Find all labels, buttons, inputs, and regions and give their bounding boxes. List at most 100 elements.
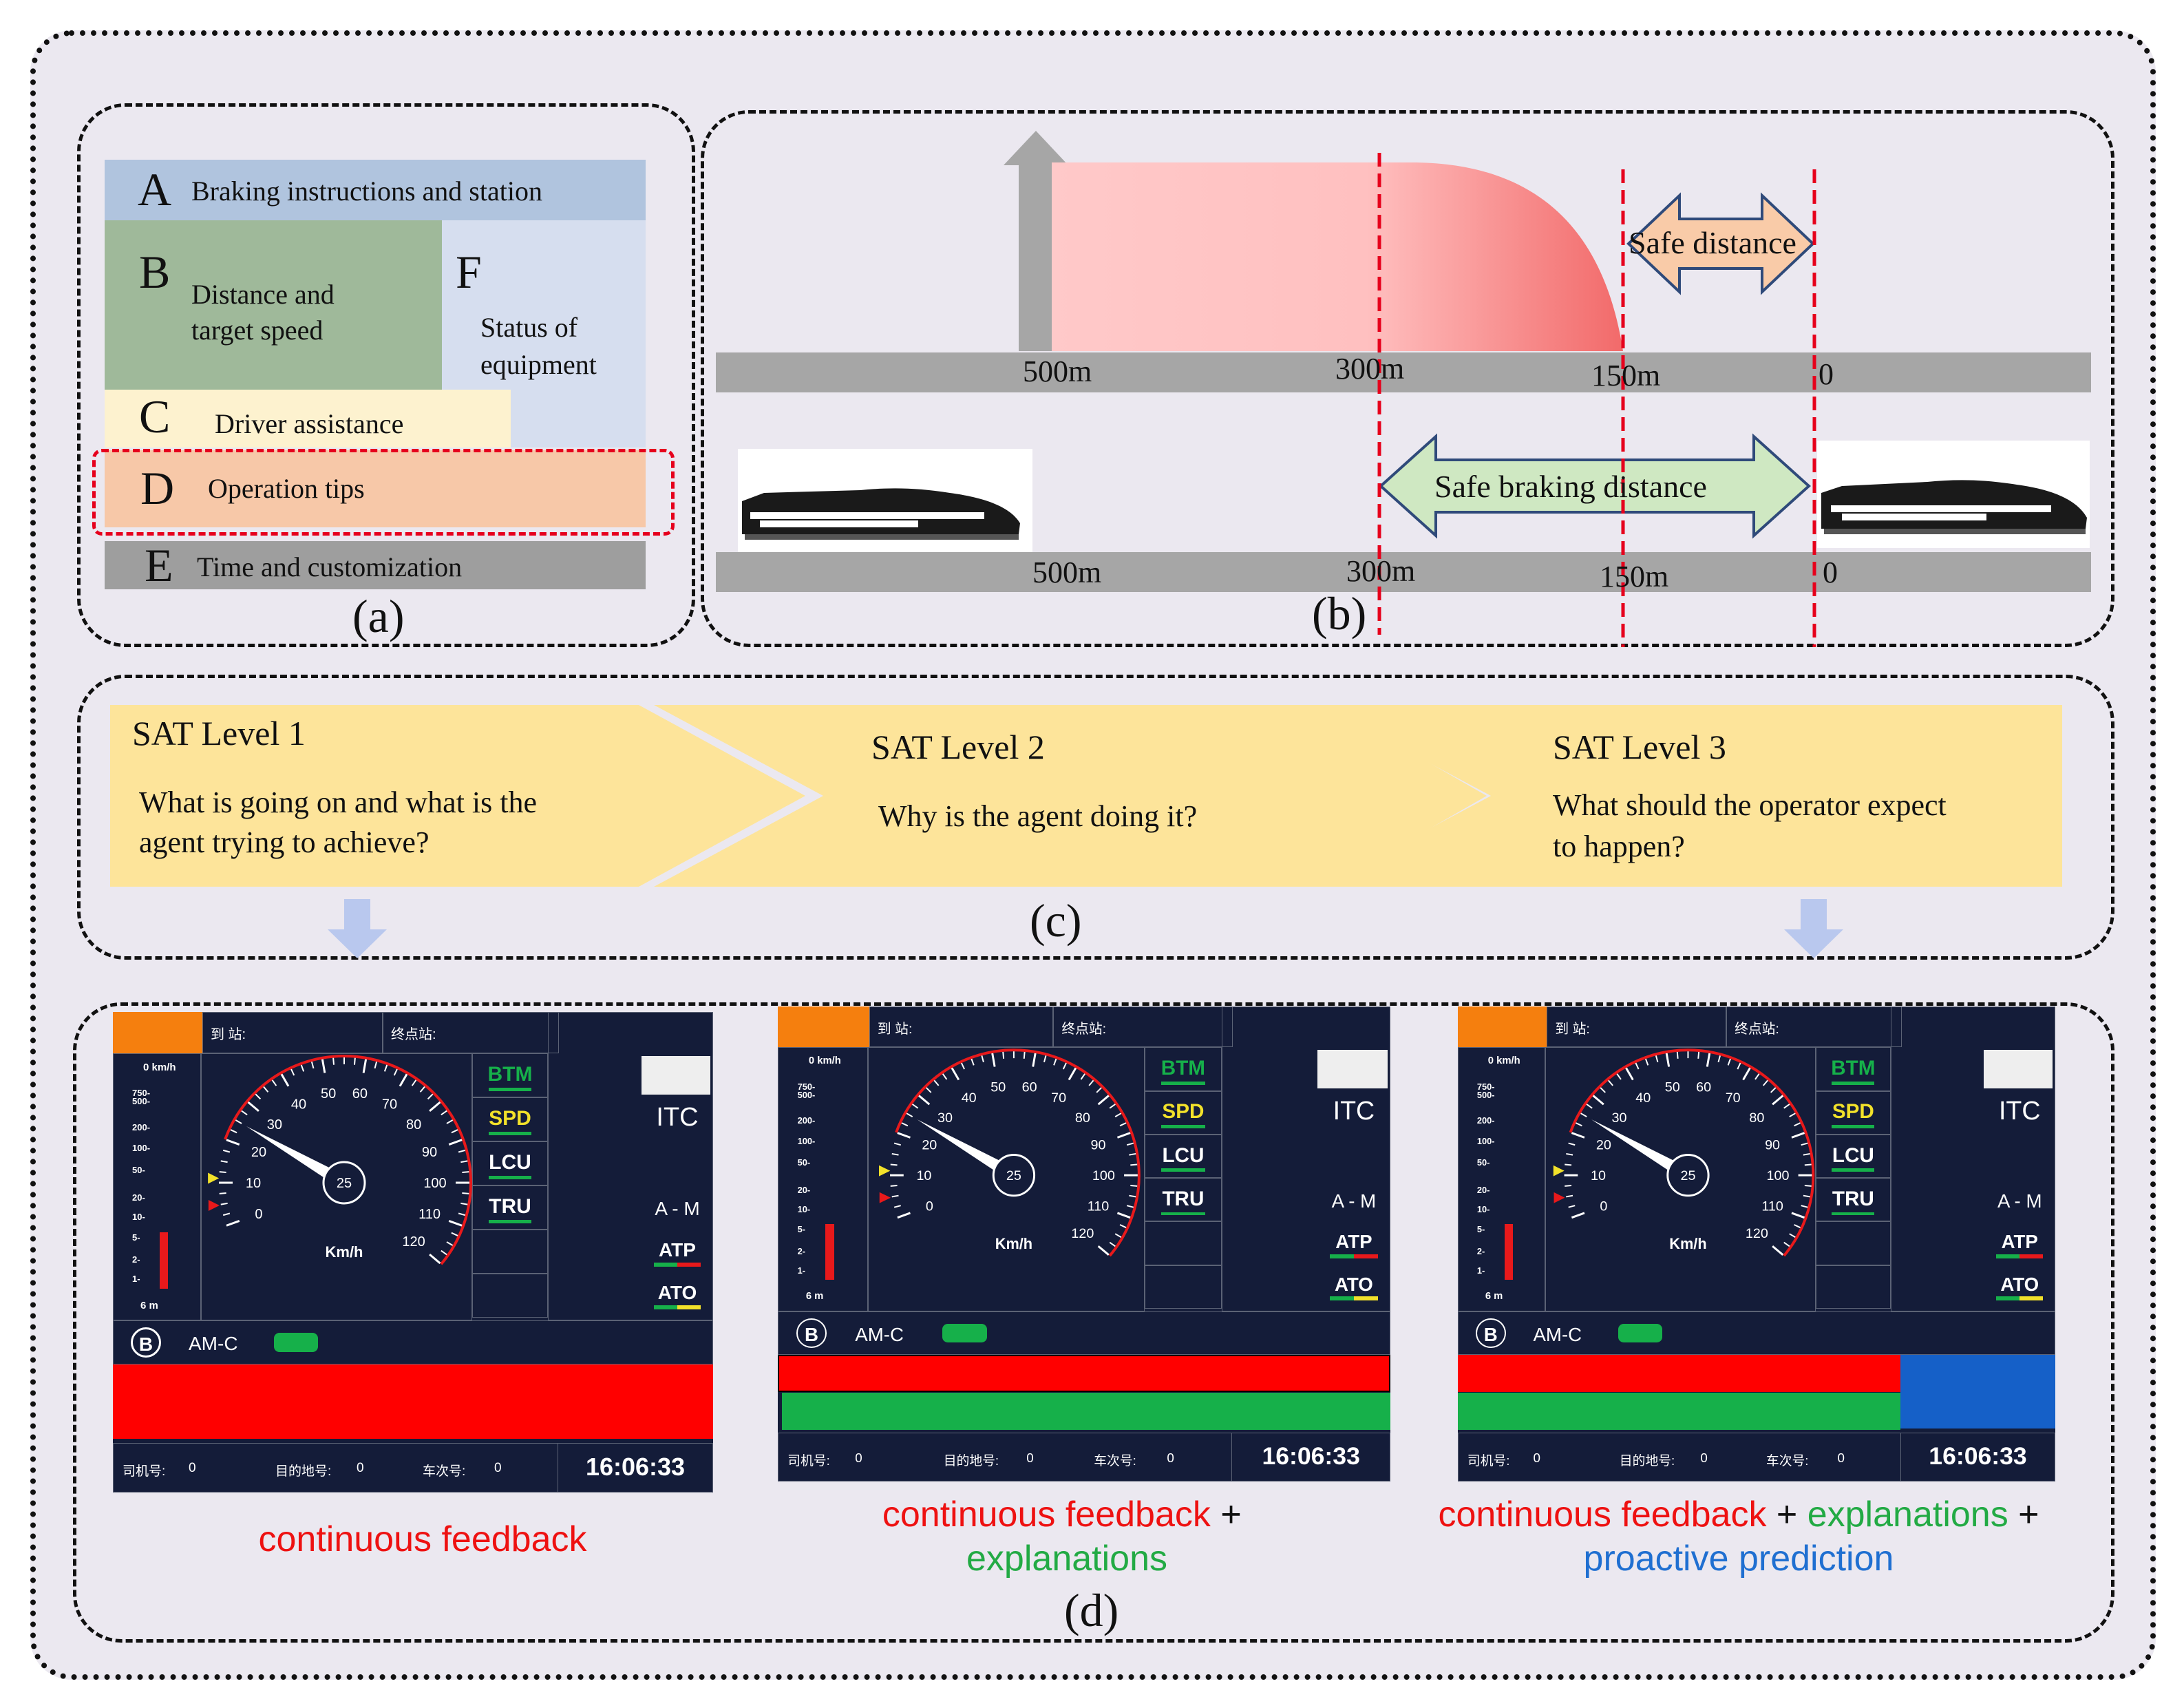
atp-status-bar-red <box>2019 1254 2044 1258</box>
to-station-cell <box>1547 1006 1727 1048</box>
dial-hub <box>992 1154 1036 1197</box>
letter-b: B <box>139 246 171 298</box>
train-status-icon <box>942 1323 988 1343</box>
status-lamp-spd: SPD <box>489 1107 531 1130</box>
dial-label: 20 <box>251 1145 266 1160</box>
status-lamp-lcu: LCU <box>1832 1143 1874 1167</box>
dial-tick <box>271 1079 277 1086</box>
distance-scale-column <box>778 1047 868 1311</box>
explanation-bar-green <box>1458 1393 1901 1430</box>
dial-tick <box>1789 1113 1796 1117</box>
white-indicator <box>642 1056 710 1095</box>
distance-scale-tick: 1- <box>132 1274 140 1284</box>
orange-indicator <box>1458 1006 1547 1048</box>
dial-tick <box>1129 1194 1136 1198</box>
dial-tick <box>893 1142 901 1146</box>
speed-unit-top: 0 km/h <box>143 1062 176 1073</box>
dial-tick <box>1717 1055 1721 1063</box>
train-no-value: 0 <box>494 1461 502 1475</box>
dial-label: 10 <box>1591 1168 1606 1183</box>
time-cell <box>558 1443 713 1493</box>
dial-label: 30 <box>1611 1110 1626 1126</box>
mode-row <box>778 1311 1390 1356</box>
block-e: E Time and customization <box>105 539 646 591</box>
dial-tick <box>220 1160 228 1163</box>
distance-scale-tick: 10- <box>1476 1203 1490 1214</box>
status-lamp-btm: BTM <box>487 1063 533 1086</box>
dial-label: 70 <box>1726 1090 1741 1106</box>
dial-tick <box>1080 1073 1085 1080</box>
status-lamp-cell <box>472 1053 548 1097</box>
status-lamp-underline <box>1832 1168 1875 1172</box>
driver-no-value: 0 <box>1533 1450 1540 1465</box>
dial-tick <box>1772 1245 1784 1256</box>
letter-c: C <box>139 390 171 443</box>
dial-tick <box>1119 1122 1127 1127</box>
safe-braking-distance-label: Safe braking distance <box>1434 469 1707 504</box>
dial-tick <box>300 1064 305 1072</box>
ato-label: ATO <box>1335 1273 1373 1295</box>
dial-tick <box>1116 1132 1131 1139</box>
sat-level-1-title: SAT Level 1 <box>132 714 306 752</box>
train-right-icon <box>1817 441 2090 548</box>
dial-tick <box>1002 1051 1005 1059</box>
ato-status-bar-yellow <box>677 1305 701 1309</box>
dial-hub <box>322 1161 366 1205</box>
distance-scale-tick: 200- <box>797 1115 816 1126</box>
dial-tick <box>1772 1095 1784 1106</box>
dial-tick <box>230 1129 237 1134</box>
dial-label: 40 <box>291 1097 306 1113</box>
dial-tick <box>1566 1152 1573 1156</box>
dial-label: 60 <box>352 1086 368 1101</box>
dial-tick <box>429 1101 441 1113</box>
dial-tick <box>1130 1163 1138 1166</box>
dial-tick <box>1126 1142 1134 1146</box>
bottom-tick-300m: 300m <box>1346 554 1416 588</box>
dial-tick <box>1114 1233 1122 1238</box>
status-lamp-tru: TRU <box>489 1195 531 1218</box>
status-lamp-tru: TRU <box>1162 1187 1205 1210</box>
speed-unit-top: 0 km/h <box>1487 1055 1520 1067</box>
letter-f: F <box>456 246 482 298</box>
distance-scale-tick: 100- <box>1476 1135 1495 1146</box>
dial-tick <box>951 1067 960 1081</box>
dial-tick <box>897 1212 911 1219</box>
white-indicator <box>1317 1050 1388 1088</box>
permitted-speed-marker <box>208 1172 220 1184</box>
dial-tick <box>353 1057 356 1065</box>
top-tick-300m: 300m <box>1335 352 1405 386</box>
empty-cell <box>1144 1265 1222 1309</box>
mode-label: A - M <box>1997 1190 2042 1212</box>
dial-label: 80 <box>1749 1110 1764 1126</box>
dial-label: 0 <box>255 1207 262 1222</box>
status-lamp-underline <box>1832 1212 1875 1216</box>
dial-tick <box>1109 1241 1116 1247</box>
train-no-label: 车次号: <box>1766 1453 1809 1468</box>
status-lamp-tru: TRU <box>1832 1187 1874 1210</box>
train-left-icon <box>738 449 1032 552</box>
atp-status-bar <box>654 1263 677 1267</box>
dial-tick <box>1586 1104 1593 1109</box>
dial-tick <box>1126 1205 1134 1208</box>
status-lamp-lcu: LCU <box>1162 1143 1205 1167</box>
dial-tick <box>1568 1142 1576 1146</box>
train-status-icon <box>274 1333 318 1352</box>
dial-tick <box>1097 1245 1110 1256</box>
atp-status-bar-red <box>677 1263 701 1267</box>
block-a-text: Braking instructions and station <box>191 176 542 207</box>
terminal-label: 终点站: <box>1735 1021 1779 1037</box>
dial-tick <box>1053 1058 1057 1066</box>
speed-needle <box>917 1119 1017 1181</box>
am-c-label: AM-C <box>1533 1323 1582 1345</box>
terminal-cell <box>383 1012 559 1053</box>
sat-level-3-title: SAT Level 3 <box>1553 728 1726 766</box>
distance-scale-column <box>113 1053 201 1320</box>
dial-label: 90 <box>1091 1137 1106 1152</box>
dial-label: 20 <box>922 1137 937 1152</box>
dial-tick <box>890 1163 898 1166</box>
distance-bottom: 6 m <box>140 1300 158 1311</box>
dest-no-value: 0 <box>357 1461 364 1475</box>
down-arrow-right <box>1784 899 1843 958</box>
speed-needle <box>246 1126 348 1189</box>
distance-scale-tick: 5- <box>1476 1224 1485 1235</box>
